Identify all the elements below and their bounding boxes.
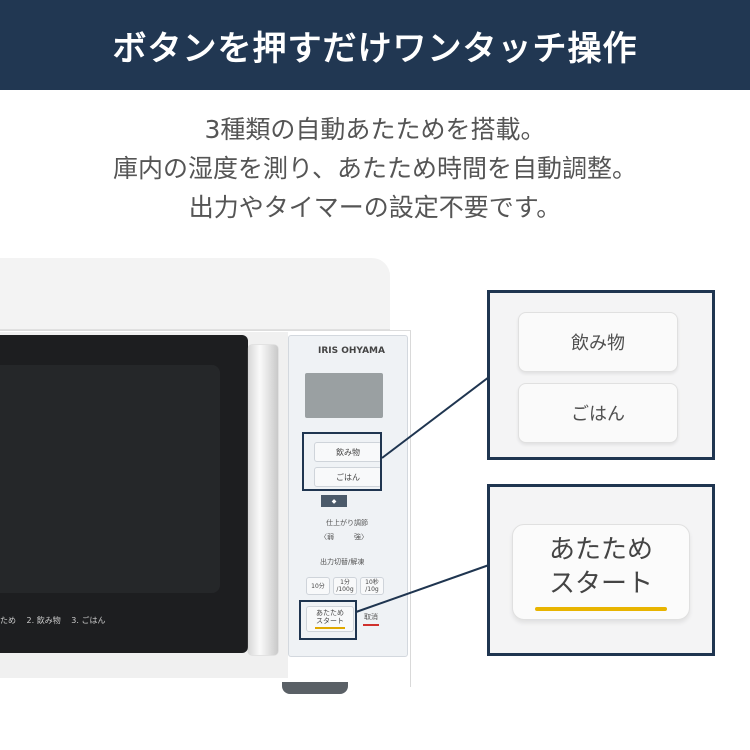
ten-minute-label: 10分 (311, 582, 325, 590)
callout-rice-label: ごはん (571, 404, 625, 425)
start-line-1: あたため (316, 609, 344, 617)
one-minute-label: 1分 (340, 579, 350, 586)
brand-logo: IRIS OHYAMA (318, 346, 385, 356)
menu-item: ため (0, 616, 16, 625)
ten-second-button[interactable]: 10秒 /10g (360, 577, 384, 595)
callout-drink-label: 飲み物 (571, 333, 625, 354)
one-minute-sub: /100g (336, 586, 354, 593)
cancel-button[interactable]: 取消 (360, 612, 382, 626)
start-indicator-bar (315, 627, 345, 629)
description-line-1: 3種類の自動あたためを搭載。 (204, 115, 546, 144)
strong-button[interactable]: 強〉 (354, 533, 368, 541)
banner-title: ボタンを押すだけワンタッチ操作 (112, 28, 638, 69)
callout-start-big-button: あたため スタート (512, 524, 690, 620)
lcd-display (305, 373, 383, 418)
door-menu-labels: ため 2. 飲み物 3. ごはん (0, 615, 240, 626)
door-handle (248, 345, 278, 655)
callout-start-line-1: あたため (548, 535, 653, 565)
highlight-auto-buttons (302, 432, 382, 491)
microwave-interior (0, 365, 220, 593)
menu-item: 3. ごはん (71, 616, 106, 625)
microwave-top (0, 258, 390, 330)
microwave-foot (282, 682, 348, 694)
start-line-2: スタート (316, 617, 344, 625)
ten-second-sub: /10g (365, 586, 379, 593)
power-switch-button[interactable]: 出力切替/解凍 (320, 558, 365, 566)
finish-adjust-label: 仕上がり調節 (326, 519, 368, 527)
callout-rice-button: ごはん (518, 383, 678, 443)
connector-bottom (355, 564, 490, 613)
description-text: 3種類の自動あたためを搭載。 庫内の湿度を測り、あたため時間を自動調整。 出力や… (0, 110, 750, 227)
header-banner: ボタンを押すだけワンタッチ操作 (0, 0, 750, 90)
description-line-3: 出力やタイマーの設定不要です。 (188, 193, 562, 222)
cancel-indicator-bar (363, 624, 379, 626)
weak-button[interactable]: 〈弱 (320, 533, 334, 541)
ten-second-label: 10秒 (365, 579, 379, 586)
cancel-label: 取消 (364, 613, 378, 621)
menu-item: 2. 飲み物 (26, 616, 61, 625)
ten-minute-button[interactable]: 10分 (306, 577, 330, 595)
description-line-2: 庫内の湿度を測り、あたため時間を自動調整。 (112, 154, 637, 183)
start-button[interactable]: あたため スタート (306, 606, 354, 632)
highlight-start-button (299, 600, 357, 640)
connector-top (381, 376, 490, 459)
callout-start-line-2: スタート (548, 569, 653, 599)
sensor-logo-icon: ◆ (321, 495, 347, 507)
drink-button[interactable]: 飲み物 (314, 442, 382, 462)
callout-drink-button: 飲み物 (518, 312, 678, 372)
callout-start-indicator-bar (535, 607, 667, 611)
one-minute-button[interactable]: 1分 /100g (333, 577, 357, 595)
